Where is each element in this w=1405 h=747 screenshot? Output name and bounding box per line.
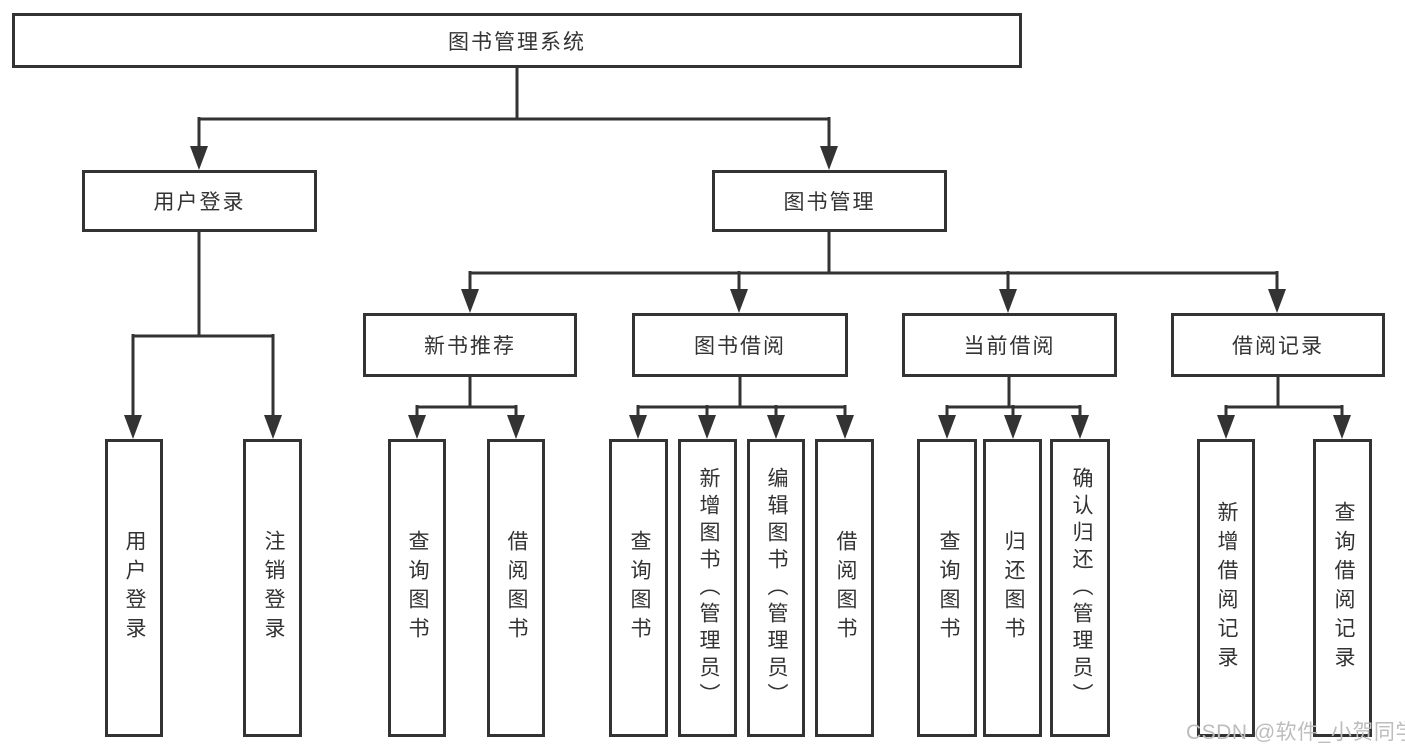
leaf-add-books-admin: 新增图书（管理员） [678, 439, 737, 737]
connector-book-borrow-to-leaves [636, 377, 847, 419]
leaf-borrow-books-new-book: 借阅图书 [487, 439, 545, 737]
connector-book-management-to-level3 [468, 232, 1279, 293]
leaf-query-books-borrow: 查询图书 [609, 439, 668, 737]
leaf-add-borrow-record: 新增借阅记录 [1197, 439, 1255, 737]
connector-user-login-to-leaves [131, 232, 275, 417]
node-user-login: 用户登录 [82, 170, 317, 232]
leaf-query-books-current: 查询图书 [917, 439, 977, 737]
arrowheads-level3 [461, 289, 1286, 313]
leaf-query-borrow-record: 查询借阅记录 [1313, 439, 1372, 737]
connector-new-book-to-leaves [415, 377, 518, 419]
leaf-confirm-return-admin: 确认归还（管理员） [1050, 439, 1110, 737]
node-book-borrow: 图书借阅 [632, 313, 848, 377]
node-new-book-recommend: 新书推荐 [363, 313, 577, 377]
csdn-watermark: CSDN @软件_小贺同学 [1186, 721, 1405, 744]
arrowheads-user-login-leaves [124, 415, 282, 439]
connector-borrow-record-to-leaves [1224, 377, 1344, 419]
leaf-logout: 注销登录 [243, 439, 302, 737]
arrowheads-book-borrow-leaves [629, 415, 854, 439]
node-book-management: 图书管理 [712, 170, 947, 232]
node-current-borrow: 当前借阅 [902, 313, 1117, 377]
connector-root-to-level2 [197, 68, 831, 152]
arrowheads-new-book-leaves [408, 415, 525, 439]
arrowheads-level2 [190, 146, 838, 170]
leaf-edit-books-admin: 编辑图书（管理员） [747, 439, 805, 737]
connector-current-borrow-to-leaves [945, 377, 1082, 419]
leaf-return-books: 归还图书 [983, 439, 1042, 737]
node-library-management-system: 图书管理系统 [12, 13, 1022, 68]
leaf-user-login: 用户登录 [105, 439, 163, 737]
node-borrow-record: 借阅记录 [1171, 313, 1385, 377]
arrowheads-borrow-record-leaves [1217, 415, 1351, 439]
leaf-query-books-new-book: 查询图书 [388, 439, 446, 737]
leaf-borrow-books: 借阅图书 [815, 439, 874, 737]
arrowheads-current-borrow-leaves [938, 415, 1089, 439]
